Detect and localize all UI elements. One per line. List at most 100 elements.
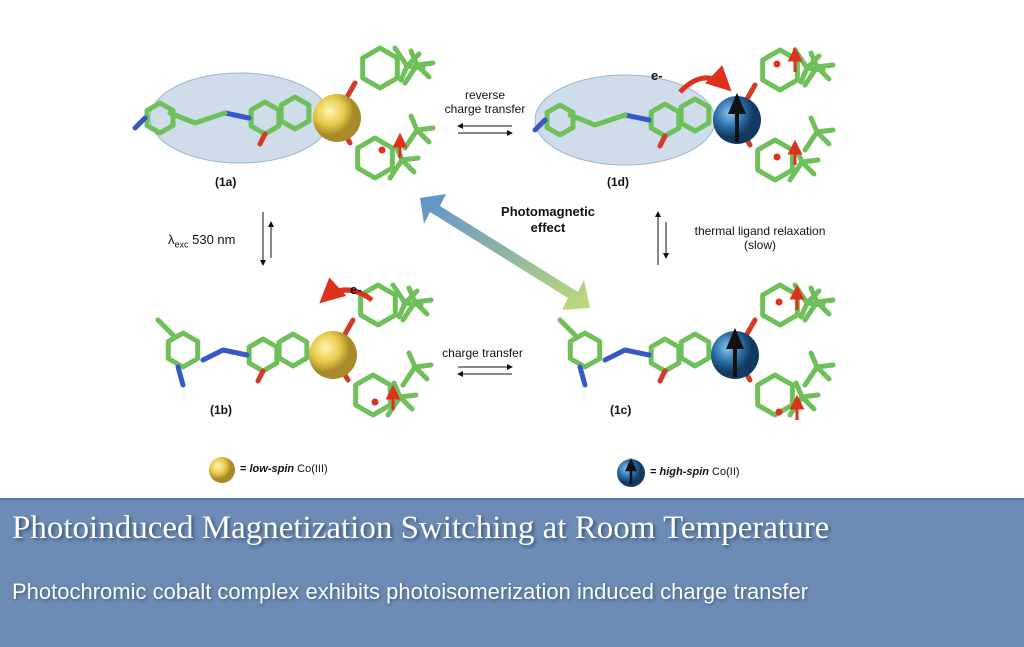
cobalt-sphere-1d: [713, 92, 761, 144]
tbutyl-bond: [799, 159, 817, 177]
tbutyl-bond: [802, 364, 820, 388]
electron-label-1d: e-: [651, 68, 663, 83]
legend-high-spin: = high-spin Co(II): [650, 466, 740, 478]
tbutyl-bond: [793, 380, 805, 400]
catechol-ring: [353, 372, 393, 418]
tbutyl-bond: [397, 394, 415, 412]
excitation-arrows: [260, 212, 274, 266]
tbutyl-bond: [802, 299, 820, 323]
spin-arrow-icon: [789, 284, 805, 310]
radical-dot-icon: [773, 60, 781, 68]
tbutyl-bond: [802, 64, 820, 88]
aromatic-ring: [648, 336, 682, 374]
photomagnetic-double-arrow: [420, 194, 590, 310]
legend-low-spin: = low-spin Co(III): [240, 463, 328, 475]
aromatic-ring: [678, 96, 712, 134]
catechol-ring: [755, 137, 795, 183]
tbutyl-bond: [808, 50, 820, 70]
oxygen-bond: [255, 368, 266, 384]
indoline-ring: [544, 102, 576, 138]
radical-dot-icon: [371, 398, 379, 406]
legend-gold-sphere: [209, 457, 235, 483]
tbutyl-bond: [387, 157, 405, 181]
banner-subtitle: Photochromic cobalt complex exhibits pho…: [12, 579, 809, 604]
tbutyl-bond: [814, 64, 832, 82]
tbutyl-bond: [814, 364, 832, 382]
label-1a: (1a): [215, 175, 237, 189]
tbutyl-bond: [392, 45, 410, 69]
tbutyl-bond: [412, 299, 430, 317]
tbutyl-bond: [400, 364, 418, 388]
banner-title: Photoinduced Magnetization Switching at …: [12, 510, 830, 546]
nitrogen-bond: [220, 347, 250, 358]
oxygen-bond: [257, 131, 268, 147]
ligand-highlight-1d: [534, 74, 716, 166]
thermal-arrows: [655, 211, 669, 265]
nitrogen-bond: [175, 364, 186, 388]
spin-arrow-icon: [385, 384, 401, 410]
chain-bond: [567, 112, 628, 128]
methyl-bond: [557, 317, 578, 338]
tbutyl-bond: [398, 63, 410, 83]
oxygen-bond: [657, 133, 668, 149]
cobalt-sphere-1b: [309, 331, 357, 379]
excitation-text: λexc 530 nm: [168, 232, 236, 250]
aromatic-ring: [246, 336, 280, 374]
tbutyl-bond: [391, 380, 403, 400]
tbutyl-bond: [808, 285, 820, 305]
caption-banner: Photoinduced Magnetization Switching at …: [0, 498, 1024, 647]
nitrogen-bond: [132, 115, 148, 131]
spin-arrow-icon: [787, 46, 803, 72]
radical-dot-icon: [378, 146, 386, 154]
label-1b: (1b): [210, 403, 232, 417]
nitrogen-bond: [200, 347, 226, 363]
oxygen-bond: [657, 368, 668, 384]
tbutyl-bond: [400, 299, 418, 323]
chain-bond: [167, 110, 228, 126]
cobalt-sphere-1c: [711, 327, 759, 379]
radical-dot-icon: [775, 408, 783, 416]
tbutyl-bond: [412, 364, 430, 382]
tbutyl-bond: [390, 282, 408, 306]
aromatic-ring: [678, 331, 712, 369]
nitrogen-bond: [532, 117, 548, 133]
spin-arrow-icon: [787, 139, 803, 165]
tbutyl-bond: [808, 350, 820, 370]
nitrogen-bond: [622, 347, 652, 358]
label-1c: (1c): [610, 403, 632, 417]
ct-arrows: [457, 364, 513, 377]
electron-label-1b: e-: [350, 282, 362, 297]
tbutyl-bond: [406, 285, 418, 305]
tbutyl-bond: [408, 113, 420, 133]
catechol-ring: [355, 135, 395, 181]
aromatic-ring: [276, 331, 310, 369]
indoline-ring: [144, 100, 176, 136]
nitrogen-bond: [602, 347, 628, 363]
spin-arrow-icon: [789, 394, 805, 420]
methyl-bond: [155, 317, 176, 338]
tbutyl-bond: [402, 127, 420, 151]
radical-dot-icon: [775, 298, 783, 306]
catechol-ring: [755, 372, 795, 418]
radical-dot-icon: [773, 153, 781, 161]
reaction-scheme: [132, 45, 836, 487]
tbutyl-bond: [408, 48, 420, 68]
nitrogen-bond: [622, 112, 652, 123]
tbutyl-bond: [798, 65, 810, 85]
indoline-ring: [567, 330, 603, 370]
tbutyl-bond: [802, 129, 820, 153]
legend-blue-sphere: [617, 457, 645, 487]
tbutyl-bond: [402, 62, 420, 86]
indoline-ring: [165, 330, 201, 370]
tbutyl-bond: [414, 62, 432, 80]
nitrogen-bond: [222, 110, 252, 121]
tbutyl-bond: [798, 300, 810, 320]
label-1d: (1d): [607, 175, 629, 189]
tbutyl-bond: [814, 299, 832, 317]
catechol-ring: [360, 45, 400, 91]
aromatic-ring: [278, 94, 312, 132]
ct-text: charge transfer: [442, 346, 523, 360]
reverse-ct-arrows: [457, 123, 513, 136]
